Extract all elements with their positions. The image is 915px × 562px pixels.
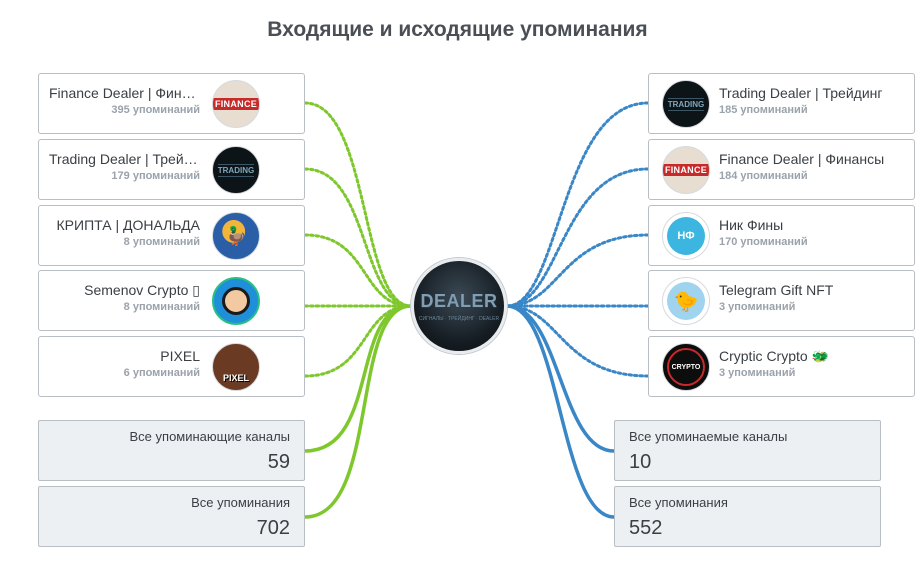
stat-mentioning-channels[interactable]: Все упоминающие каналы 59 [38,420,305,481]
channel-name[interactable]: Finance Dealer | Финансы [719,151,885,167]
channel-name[interactable]: PIXEL [160,348,200,364]
trading-logo-icon: TRADING [217,163,255,177]
channel-avatar[interactable]: НФ [662,212,710,260]
outgoing-channel-card[interactable]: НФ Ник Фины 170 упоминаний [648,205,915,266]
outgoing-connector-line [505,233,650,308]
mention-count: 179 упоминаний [111,170,200,182]
outgoing-channel-card[interactable]: FINANCE Finance Dealer | Финансы 184 упо… [648,139,915,200]
stat-all-mentions-incoming[interactable]: Все упоминания 702 [38,486,305,547]
stat-all-mentions-outgoing[interactable]: Все упоминания 552 [614,486,881,547]
stat-label: Все упоминания [191,495,290,510]
incoming-channel-card[interactable]: PIXEL 6 упоминаний PIXEL [38,336,305,397]
channel-name[interactable]: Semenov Crypto ▯ [84,282,200,298]
stat-mentioned-channels[interactable]: Все упоминаемые каналы 10 [614,420,881,481]
incoming-connector-line [303,304,413,378]
pixel-creature-icon: PIXEL [222,373,249,383]
mention-count: 8 упоминаний [123,236,200,248]
page-title: Входящие и исходящие упоминания [267,18,648,41]
channel-avatar[interactable]: TRADING [212,146,260,194]
outgoing-connector-line [505,101,650,308]
stat-label: Все упоминаемые каналы [629,429,788,444]
mention-count: 6 упоминаний [123,367,200,379]
dealer-logo-text: DEALER [420,290,498,311]
mention-count: 184 упоминаний [719,170,808,182]
outgoing-connector-line [505,167,650,308]
channel-name[interactable]: Finance Dealer | Финансы [49,85,200,101]
incoming-stat-connector-line [304,304,412,453]
incoming-channel-card[interactable]: Semenov Crypto ▯ 8 упоминаний [38,270,305,331]
incoming-channel-card[interactable]: Finance Dealer | Финансы 395 упоминаний … [38,73,305,134]
channel-avatar[interactable] [212,277,260,325]
channel-avatar[interactable]: TRADING [662,80,710,128]
incoming-stat-connector-line [304,304,412,519]
channel-avatar[interactable]: CRYPTO [662,343,710,391]
crypto-logo-icon: CRYPTO [667,348,705,386]
cartoon-face-icon [222,287,250,315]
mention-count: 395 упоминаний [111,104,200,116]
outgoing-connector-line [505,304,650,378]
channel-name[interactable]: КРИПТА | ДОНАЛЬДА [56,217,200,233]
nf-initials-icon: НФ [667,217,705,255]
incoming-channel-card[interactable]: Trading Dealer | Трейдинг 179 упоминаний… [38,139,305,200]
finance-logo-icon: FINANCE [663,164,709,176]
stat-label: Все упоминающие каналы [129,429,290,444]
finance-logo-icon: FINANCE [213,98,259,110]
channel-avatar[interactable]: 🐤 [662,277,710,325]
mention-count: 185 упоминаний [719,104,808,116]
outgoing-stat-connector-line [506,304,615,519]
outgoing-channel-card[interactable]: CRYPTO Cryptic Crypto 🐲 3 упоминаний [648,336,915,397]
duck-cartoon-icon: 🦆 [224,225,248,246]
incoming-connector-line [303,233,413,308]
stat-value: 59 [267,451,290,473]
center-channel-avatar[interactable]: DEALER СИГНАЛЫ · ТРЕЙДИНГ · DEALER [411,258,507,354]
channel-name[interactable]: Cryptic Crypto 🐲 [719,348,830,364]
stat-value: 10 [629,451,652,473]
incoming-connector-line [303,101,413,308]
stat-value: 552 [629,517,663,539]
incoming-channel-card[interactable]: КРИПТА | ДОНАЛЬДА 8 упоминаний 🦆 [38,205,305,266]
incoming-connector-line [303,167,413,308]
mention-count: 3 упоминаний [719,367,796,379]
channel-name[interactable]: Trading Dealer | Трейдинг [719,85,883,101]
channel-avatar[interactable]: 🦆 [212,212,260,260]
outgoing-channel-card[interactable]: 🐤 Telegram Gift NFT 3 упоминаний [648,270,915,331]
channel-avatar[interactable]: PIXEL [212,343,260,391]
trading-logo-icon: TRADING [667,97,705,111]
stat-label: Все упоминания [629,495,728,510]
channel-avatar[interactable]: FINANCE [662,146,710,194]
dealer-logo-subtext: СИГНАЛЫ · ТРЕЙДИНГ · DEALER [418,315,500,322]
mention-count: 170 упоминаний [719,236,808,248]
outgoing-channel-card[interactable]: TRADING Trading Dealer | Трейдинг 185 уп… [648,73,915,134]
channel-name[interactable]: Ник Фины [719,217,784,233]
channel-name[interactable]: Telegram Gift NFT [719,282,834,298]
mention-count: 3 упоминаний [719,301,796,313]
mention-count: 8 упоминаний [123,301,200,313]
outgoing-stat-connector-line [506,304,615,453]
duck-toy-icon: 🐤 [667,282,705,320]
channel-avatar[interactable]: FINANCE [212,80,260,128]
stat-value: 702 [256,517,290,539]
channel-name[interactable]: Trading Dealer | Трейдинг [49,151,200,167]
